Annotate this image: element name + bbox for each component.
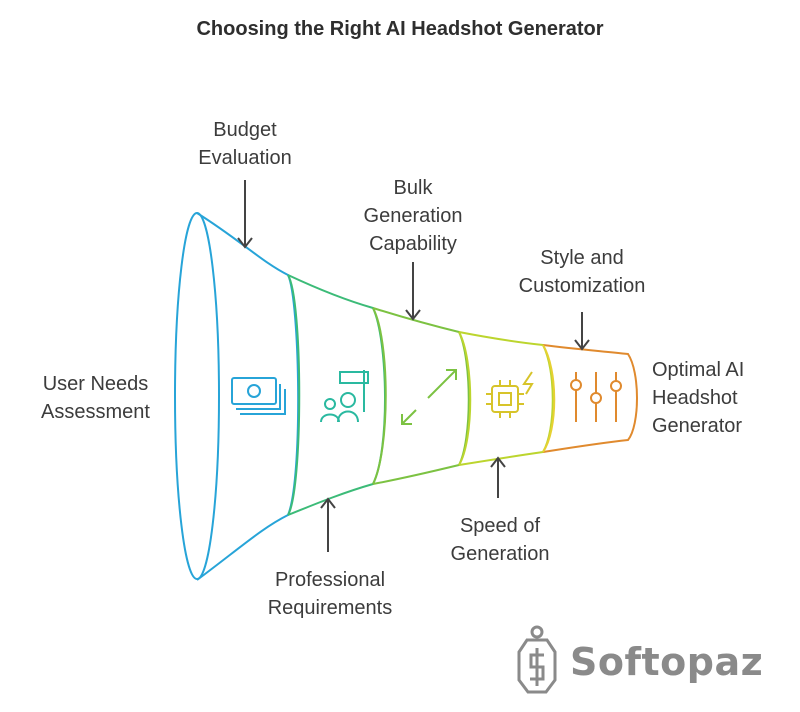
label-optimal: Optimal AI Headshot Generator [652,359,745,437]
funnel-segment-budget [372,307,470,485]
processor-bolt-icon [486,371,534,418]
arrow-professional [320,497,336,552]
funnel-segment-style [542,344,638,453]
label-bulk: Bulk Generation Capability [363,177,463,255]
arrow-budget [237,180,253,249]
arrow-bulk [405,262,421,321]
diagram-title: Choosing the Right AI Headshot Generator [196,18,604,40]
funnel-segment-bulk [458,331,554,466]
sliders-icon [570,372,622,422]
resize-arrows-icon [401,369,457,425]
label-style: Style and Customization [518,247,646,297]
label-speed: Speed of Generation [450,515,550,565]
label-professional: Professional Requirements [267,569,393,619]
money-icon [231,377,286,415]
label-budget: Budget Evaluation [198,119,292,169]
softopaz-logo-icon [517,625,557,694]
label-user-needs: User Needs Assessment [41,373,150,423]
team-flag-icon [320,370,369,423]
softopaz-watermark: Softopaz [570,640,764,684]
funnel-segment-user-needs [174,212,300,581]
funnel-segment-professional [287,274,386,516]
arrow-speed [490,456,506,498]
arrow-style [574,312,590,351]
